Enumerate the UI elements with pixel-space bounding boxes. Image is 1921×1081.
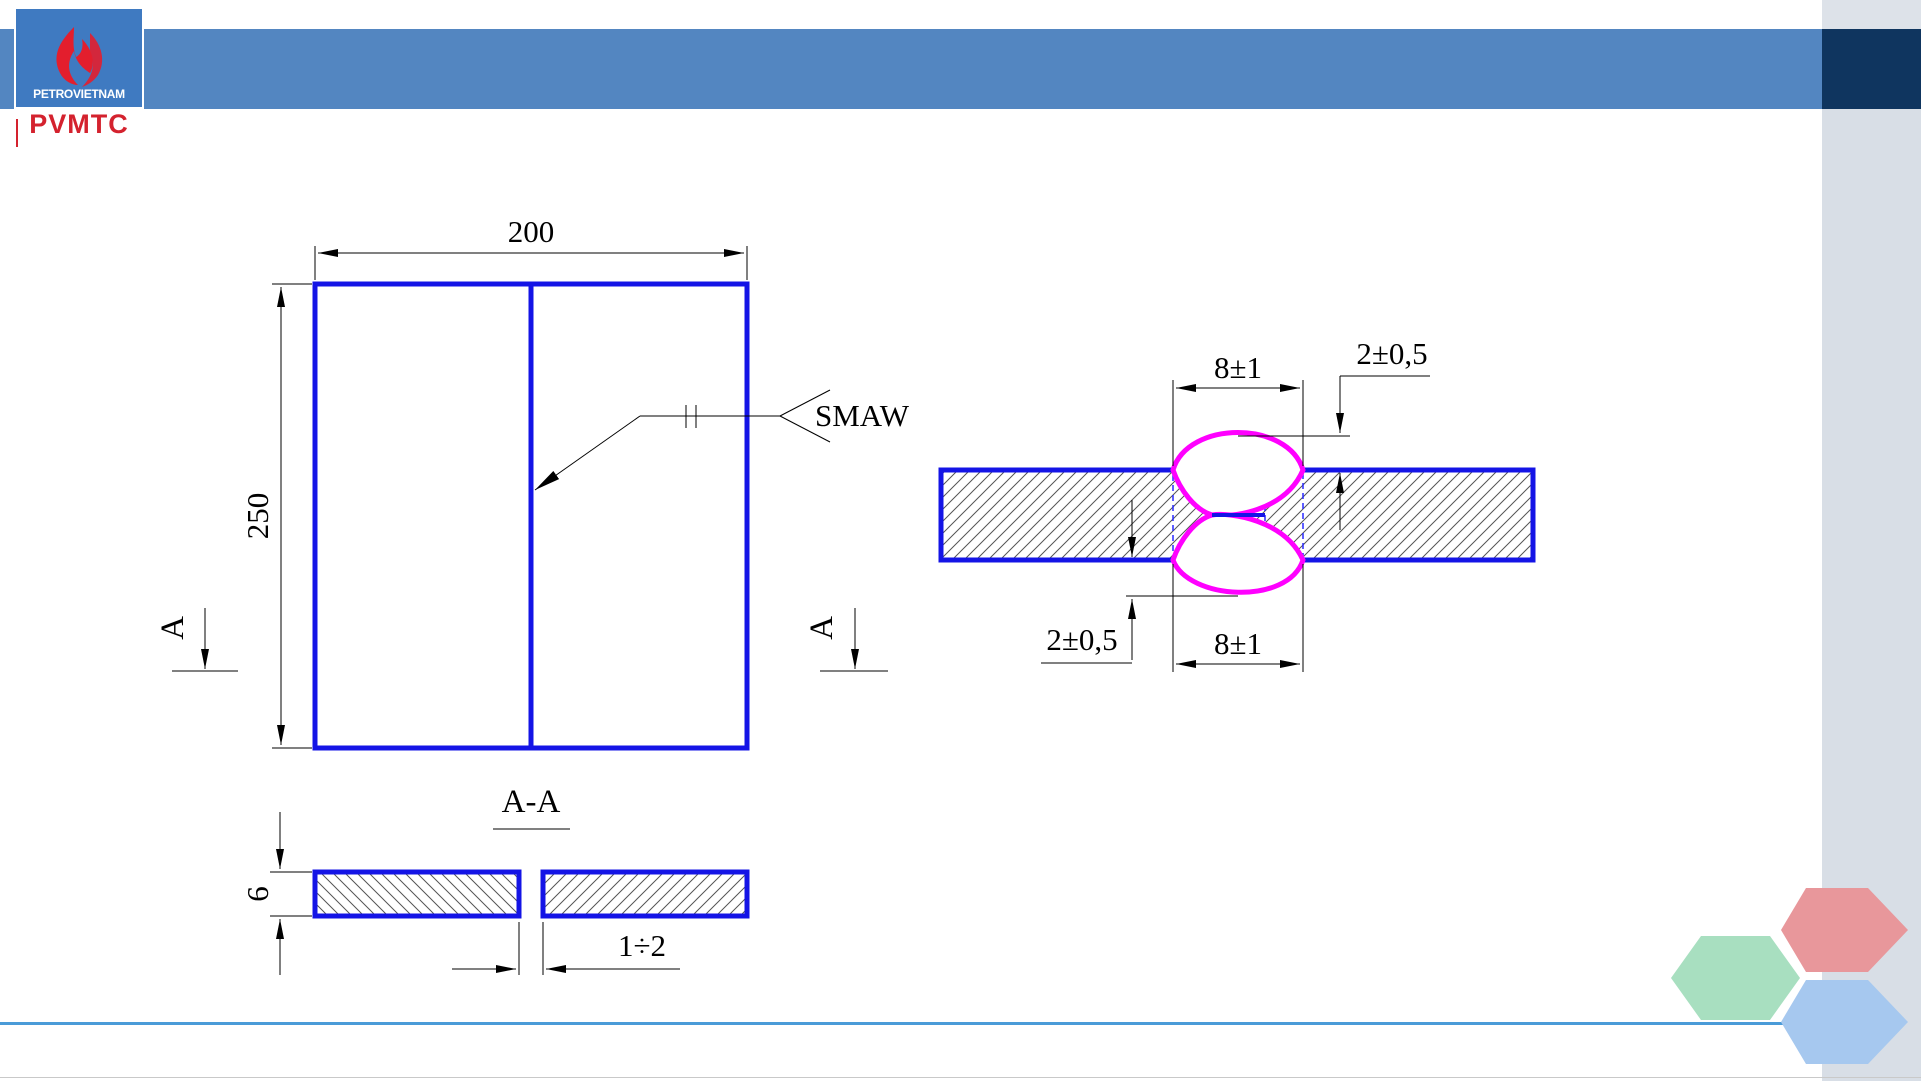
width-dimension-label: 200 (508, 214, 555, 249)
hexagon-green (1671, 936, 1800, 1020)
width-dimension: 200 (315, 214, 747, 280)
section-marker-right: A (804, 608, 888, 671)
section-marker-left-label: A (155, 616, 191, 640)
section-plate-left (315, 872, 519, 916)
bottom-height-dimension-label: 2±0,5 (1046, 622, 1117, 657)
plate-plan-view (315, 284, 747, 748)
hexagon-blue (1781, 980, 1908, 1064)
weld-leader-arrow (535, 416, 640, 490)
top-width-dimension-label: 8±1 (1214, 350, 1262, 385)
process-label: SMAW (815, 398, 910, 433)
section-marker-right-label: A (804, 616, 840, 640)
section-marker-left: A (155, 608, 238, 671)
section-title: A-A (502, 784, 561, 820)
thickness-dimension-label: 6 (240, 886, 275, 902)
weld-symbol: SMAW (535, 390, 910, 490)
weld-detail-view: 8±1 2±0,5 2±0,5 8±1 (941, 336, 1533, 672)
bottom-width-dimension-label: 8±1 (1214, 626, 1262, 661)
hexagon-red (1781, 888, 1908, 972)
gap-dimension-label: 1÷2 (618, 928, 666, 963)
height-dimension: 250 (240, 284, 312, 748)
section-plate-right (543, 872, 747, 916)
height-dimension-label: 250 (240, 493, 275, 540)
top-height-dimension-label: 2±0,5 (1356, 336, 1427, 371)
decorative-hexagons (1671, 888, 1908, 1064)
